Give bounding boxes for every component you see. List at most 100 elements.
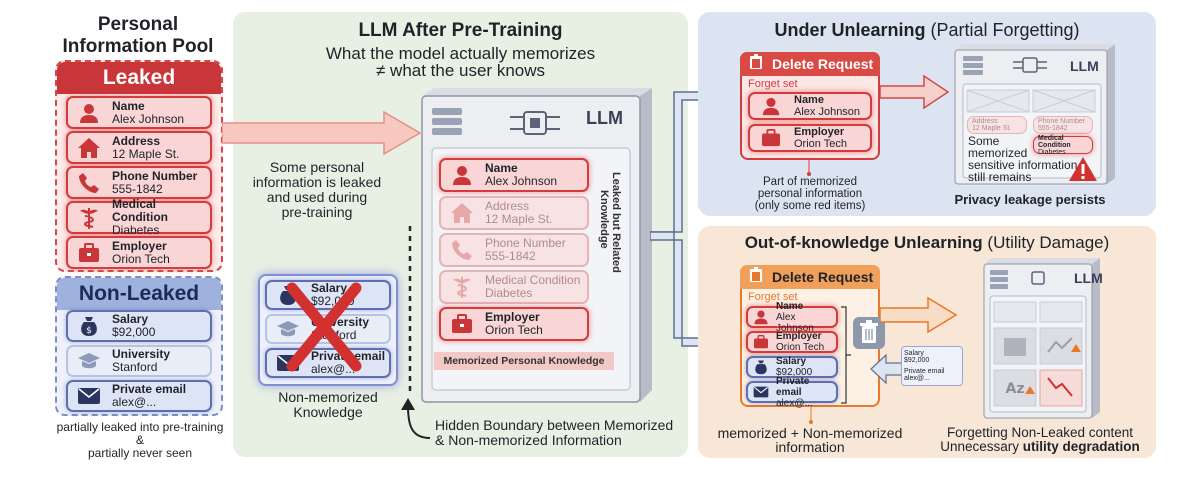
leaked-value: 12 Maple St. <box>112 146 180 161</box>
mem-value: Alex Johnson <box>485 174 558 188</box>
person-icon <box>758 93 784 119</box>
ook-caption-line2: information <box>775 439 845 455</box>
trash-icon <box>748 53 764 75</box>
house-icon <box>449 200 475 226</box>
ook-item-salary: Salary$92,000 <box>746 356 838 378</box>
curved-arrow-icon <box>401 398 431 439</box>
ook-caption-line1: memorized + Non-memorized <box>717 425 903 441</box>
trash-icon <box>748 266 764 288</box>
graduation-cap-icon <box>275 316 301 342</box>
mem-value: 555-1842 <box>485 249 536 263</box>
side-label-line2: Knowledge <box>598 190 610 249</box>
under-remains-line3: sensitive information <box>968 158 1078 172</box>
memorized-footer: Memorized Personal Knowledge <box>434 352 614 370</box>
ook-title-bold: Out-of-knowledge Unlearning <box>744 233 983 252</box>
leak-caption-line2: information is leaked <box>252 174 382 190</box>
nonmem-label: Salary <box>311 281 348 295</box>
ook-bracket <box>841 306 851 404</box>
under-mini-label: Address <box>972 118 998 125</box>
under-title: Under Unlearning (Partial Forgetting) <box>698 20 1156 41</box>
pretrain-title: LLM After Pre-Training <box>358 20 563 41</box>
under-caption-line3: (only some red items) <box>754 200 866 212</box>
leaked-value: Alex Johnson <box>112 111 185 126</box>
under-remains: Some memorized sensitive information sti… <box>968 135 1078 183</box>
leaked-value: 555-1842 <box>112 181 163 196</box>
pool-title-line1: Personal <box>97 14 179 35</box>
ook-trash-icon <box>853 317 885 349</box>
briefcase-icon <box>76 240 102 266</box>
boundary-caption: Hidden Boundary between Memorized & Non-… <box>435 418 685 448</box>
leak-caption-line1: Some personal <box>269 159 365 175</box>
nonleaked-header: Non-Leaked <box>57 278 221 310</box>
leaked-label: Medical Condition <box>112 197 168 224</box>
under-request-header: Delete Request <box>740 52 880 76</box>
ook-title-light: (Utility Damage) <box>982 233 1110 252</box>
ook-mini-value: alex@... <box>904 375 930 382</box>
briefcase-icon <box>449 311 475 337</box>
leaked-header: Leaked <box>57 62 221 94</box>
under-mini-label: Phone Number <box>1038 118 1086 125</box>
person-icon <box>449 162 475 188</box>
pool-footer-line3: partially never seen <box>87 446 193 460</box>
ook-label: Employer <box>776 331 822 342</box>
pretrain-subtitle: What the model actually memorizes ≠ what… <box>233 45 688 79</box>
under-llm-label: LLM <box>1070 58 1099 74</box>
envelope-icon <box>76 383 102 409</box>
nonleaked-value: $92,000 <box>112 325 156 339</box>
under-mini-label: Medical Condition <box>1038 134 1071 149</box>
under-arrow <box>880 74 950 110</box>
under-value: Orion Tech <box>794 138 847 150</box>
pretrain-subtitle-line2: ≠ what the user knows <box>375 61 546 80</box>
llm-label: LLM <box>586 108 623 128</box>
ook-result-line2-bold: utility degradation <box>1022 439 1140 454</box>
leaked-value: Diabetes <box>112 223 160 237</box>
hidden-boundary-line <box>408 226 412 392</box>
under-title-light: (Partial Forgetting) <box>925 20 1080 40</box>
mem-label: Phone Number <box>485 236 566 250</box>
ook-mini-salary: Salary$92,000 <box>904 350 929 364</box>
under-label: Employer <box>794 126 845 138</box>
nonmem-caption: Non-memorized Knowledge <box>258 390 398 420</box>
under-caption-line1: Part of memorized <box>763 176 857 188</box>
briefcase-icon <box>752 333 770 351</box>
nonmem-caption-line1: Non-memorized <box>278 389 378 405</box>
ook-label: Salary <box>776 356 807 367</box>
ook-caption-tick <box>809 406 813 424</box>
caduceus-icon <box>76 205 102 231</box>
under-mini-value: 12 Maple St. <box>972 125 1012 132</box>
ook-value: Orion Tech <box>776 342 825 353</box>
pool-title-line2: Information Pool <box>62 36 214 57</box>
ook-forward-arrow <box>880 296 958 334</box>
nonleaked-label: Private email <box>112 382 187 396</box>
ook-request-title: Delete Request <box>772 269 874 285</box>
person-icon <box>76 100 102 126</box>
under-forget-set: Forget set <box>748 78 798 90</box>
ook-label: Name <box>776 300 804 312</box>
envelope-icon <box>752 383 770 401</box>
ook-mini-group <box>901 346 963 386</box>
under-remains-line2: memorized <box>968 146 1028 160</box>
ook-back-arrow <box>870 354 902 384</box>
ook-result-line1: Forgetting Non-Leaked content <box>946 425 1134 440</box>
under-caption: Part of memorized personal information (… <box>735 176 885 212</box>
ook-mini-value: $92,000 <box>904 357 930 364</box>
leaked-label: Phone Number <box>112 168 198 183</box>
under-value: Alex Johnson <box>794 106 861 118</box>
graduation-cap-icon <box>76 348 102 374</box>
